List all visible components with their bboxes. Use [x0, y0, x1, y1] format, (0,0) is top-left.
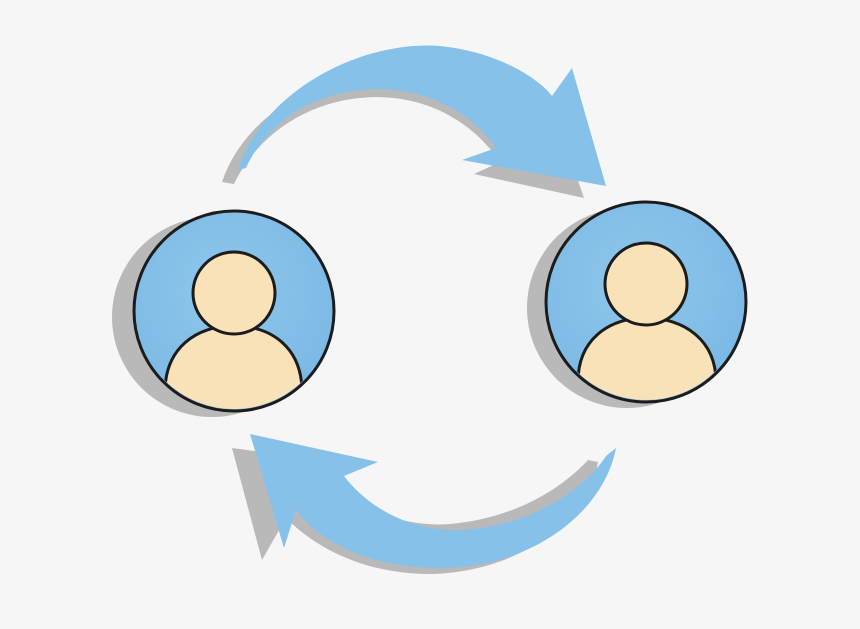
bottom-arrow-body: [250, 434, 616, 568]
right-user-avatar: [527, 200, 748, 408]
left-person-body: [163, 324, 304, 409]
right-person-body: [576, 316, 718, 400]
left-user-avatar: [112, 209, 336, 417]
curved-arrow-right-icon: [222, 45, 606, 198]
curved-arrow-left-icon: [232, 434, 616, 574]
top-arrow-body: [238, 45, 606, 186]
right-person-head: [603, 241, 689, 327]
user-avatar-icon: [163, 250, 304, 409]
left-person-head: [191, 250, 277, 336]
user-avatar-icon: [576, 241, 718, 400]
